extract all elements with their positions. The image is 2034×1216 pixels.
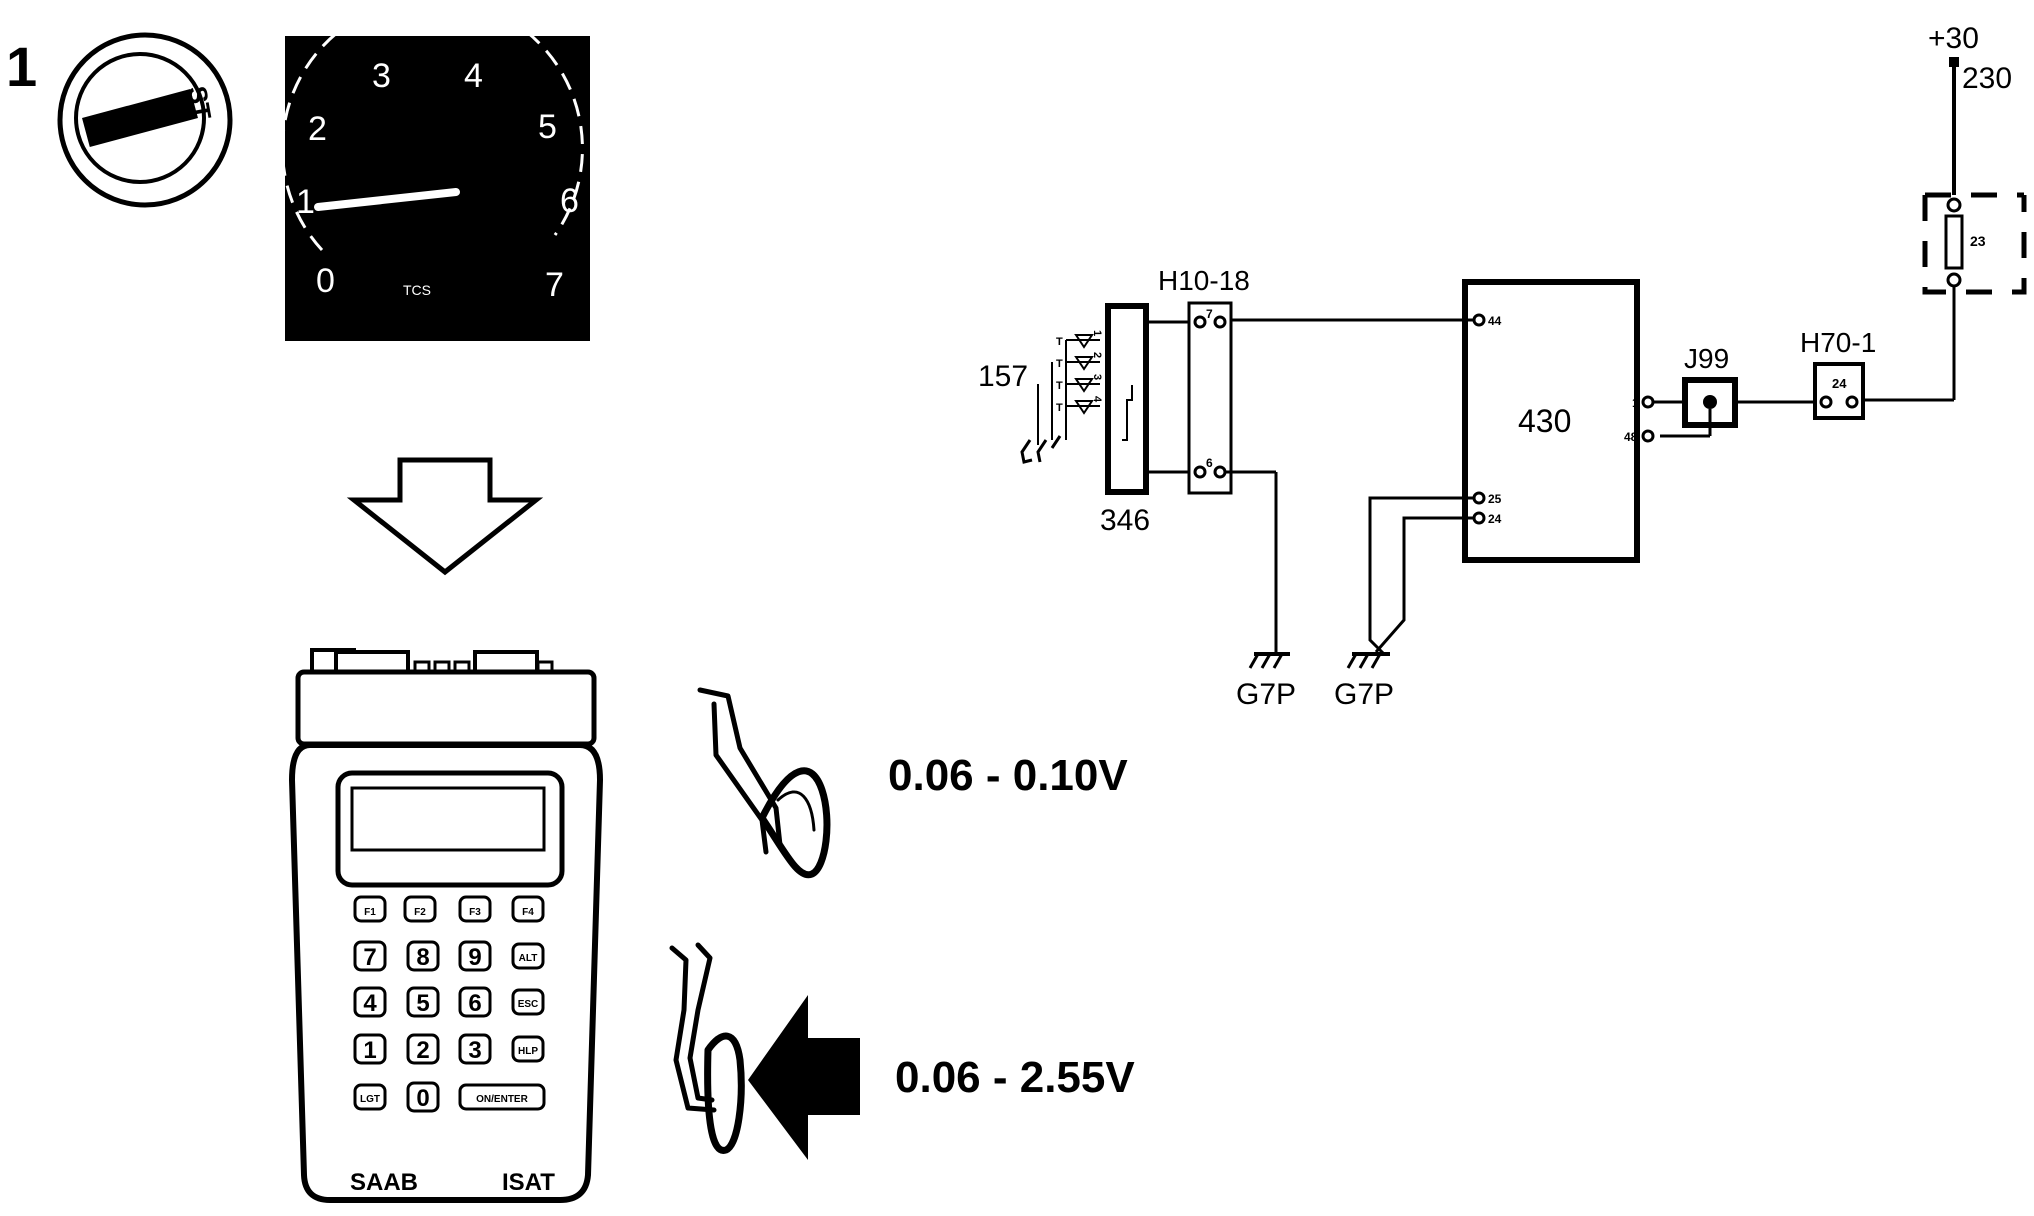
tachometer-needle xyxy=(314,188,460,211)
key-8: 8 xyxy=(416,944,429,971)
ecu-pin-1: 1 xyxy=(1632,396,1639,410)
voltage-released: 0.06 - 0.10V xyxy=(888,751,1128,800)
key-3: 3 xyxy=(468,1037,481,1064)
connector-h10-pin-6: 6 xyxy=(1206,456,1213,470)
key-0: 0 xyxy=(416,1085,429,1112)
fuse-label: 23 xyxy=(1970,233,1986,249)
tach-tick-1: 1 xyxy=(296,183,315,221)
isat-tester-device: F1 F2 F3 F4 7 8 9 ALT 4 5 6 ESC 1 2 3 HL… xyxy=(288,648,604,1203)
connector-h10-label: H10-18 xyxy=(1158,265,1250,296)
key-f1: F1 xyxy=(364,907,376,918)
wheel-t-4: T xyxy=(1056,402,1063,414)
supply-node-label: 230 xyxy=(1962,62,2012,95)
step-number: 1 xyxy=(6,35,37,98)
pedal-pressed-icon xyxy=(669,942,745,1154)
key-4: 4 xyxy=(363,990,377,1017)
supply-label: +30 xyxy=(1928,22,1979,55)
tachometer-gauge: 0 1 2 3 4 5 6 7 TCS xyxy=(280,0,590,341)
ignition-switch-icon: ST xyxy=(57,32,233,208)
wheel-pin-1: 1 xyxy=(1091,330,1103,336)
arrow-left-icon xyxy=(748,995,860,1160)
connector-h10-pin-7: 7 xyxy=(1206,307,1213,321)
junction-label: J99 xyxy=(1684,343,1729,374)
ground-2-label: G7P xyxy=(1334,678,1394,711)
wheel-t-2: T xyxy=(1056,358,1063,370)
tach-tcs-label: TCS xyxy=(403,282,431,298)
tester-brand: SAAB xyxy=(350,1169,418,1196)
key-lgt: LGT xyxy=(360,1094,380,1105)
sensor-label: 346 xyxy=(1100,504,1150,537)
wheel-pin-2: 2 xyxy=(1091,352,1103,358)
ecu-pin-48: 48 xyxy=(1624,430,1638,444)
key-f2: F2 xyxy=(414,907,426,918)
key-1: 1 xyxy=(363,1037,376,1064)
pedal-released-icon xyxy=(697,687,831,879)
key-9: 9 xyxy=(468,944,481,971)
wheel-pin-4: 4 xyxy=(1091,396,1103,403)
connector-h70-label: H70-1 xyxy=(1800,327,1876,358)
tach-tick-0: 0 xyxy=(316,262,335,300)
ground-1-label: G7P xyxy=(1236,678,1296,711)
wheel-pin-3: 3 xyxy=(1091,374,1103,380)
tach-tick-4: 4 xyxy=(464,57,483,95)
key-7: 7 xyxy=(363,944,376,971)
tach-tick-2: 2 xyxy=(308,110,327,148)
key-alt: ALT xyxy=(519,953,538,964)
ecu-pin-25: 25 xyxy=(1488,492,1502,506)
key-f4: F4 xyxy=(522,907,534,918)
key-6: 6 xyxy=(468,990,481,1017)
tach-tick-3: 3 xyxy=(372,57,391,95)
ignition-st-label: ST xyxy=(182,84,217,122)
tester-model: ISAT xyxy=(502,1169,555,1196)
ecu-label: 430 xyxy=(1518,403,1571,439)
wiring-schematic xyxy=(1020,57,2027,669)
key-hlp: HLP xyxy=(518,1046,538,1057)
tach-tick-7: 7 xyxy=(545,266,564,304)
voltage-pressed: 0.06 - 2.55V xyxy=(895,1053,1135,1102)
wheel-t-1: T xyxy=(1056,336,1063,348)
ecu-pin-44: 44 xyxy=(1488,314,1502,328)
arrow-down-icon xyxy=(346,457,544,576)
wheel-t-3: T xyxy=(1056,380,1063,392)
key-esc: ESC xyxy=(518,999,539,1010)
connector-h70-pin: 24 xyxy=(1832,376,1847,391)
key-2: 2 xyxy=(416,1037,429,1064)
wheel-sensor-pins: T T T T 1 2 3 4 xyxy=(1056,330,1103,415)
wheel-sensors-label: 157 xyxy=(978,360,1028,393)
ecu-pin-24: 24 xyxy=(1488,512,1502,526)
key-on-enter: ON/ENTER xyxy=(476,1094,528,1105)
key-5: 5 xyxy=(416,990,429,1017)
tach-tick-6: 6 xyxy=(560,182,579,220)
tach-tick-5: 5 xyxy=(538,108,557,146)
key-f3: F3 xyxy=(469,907,481,918)
